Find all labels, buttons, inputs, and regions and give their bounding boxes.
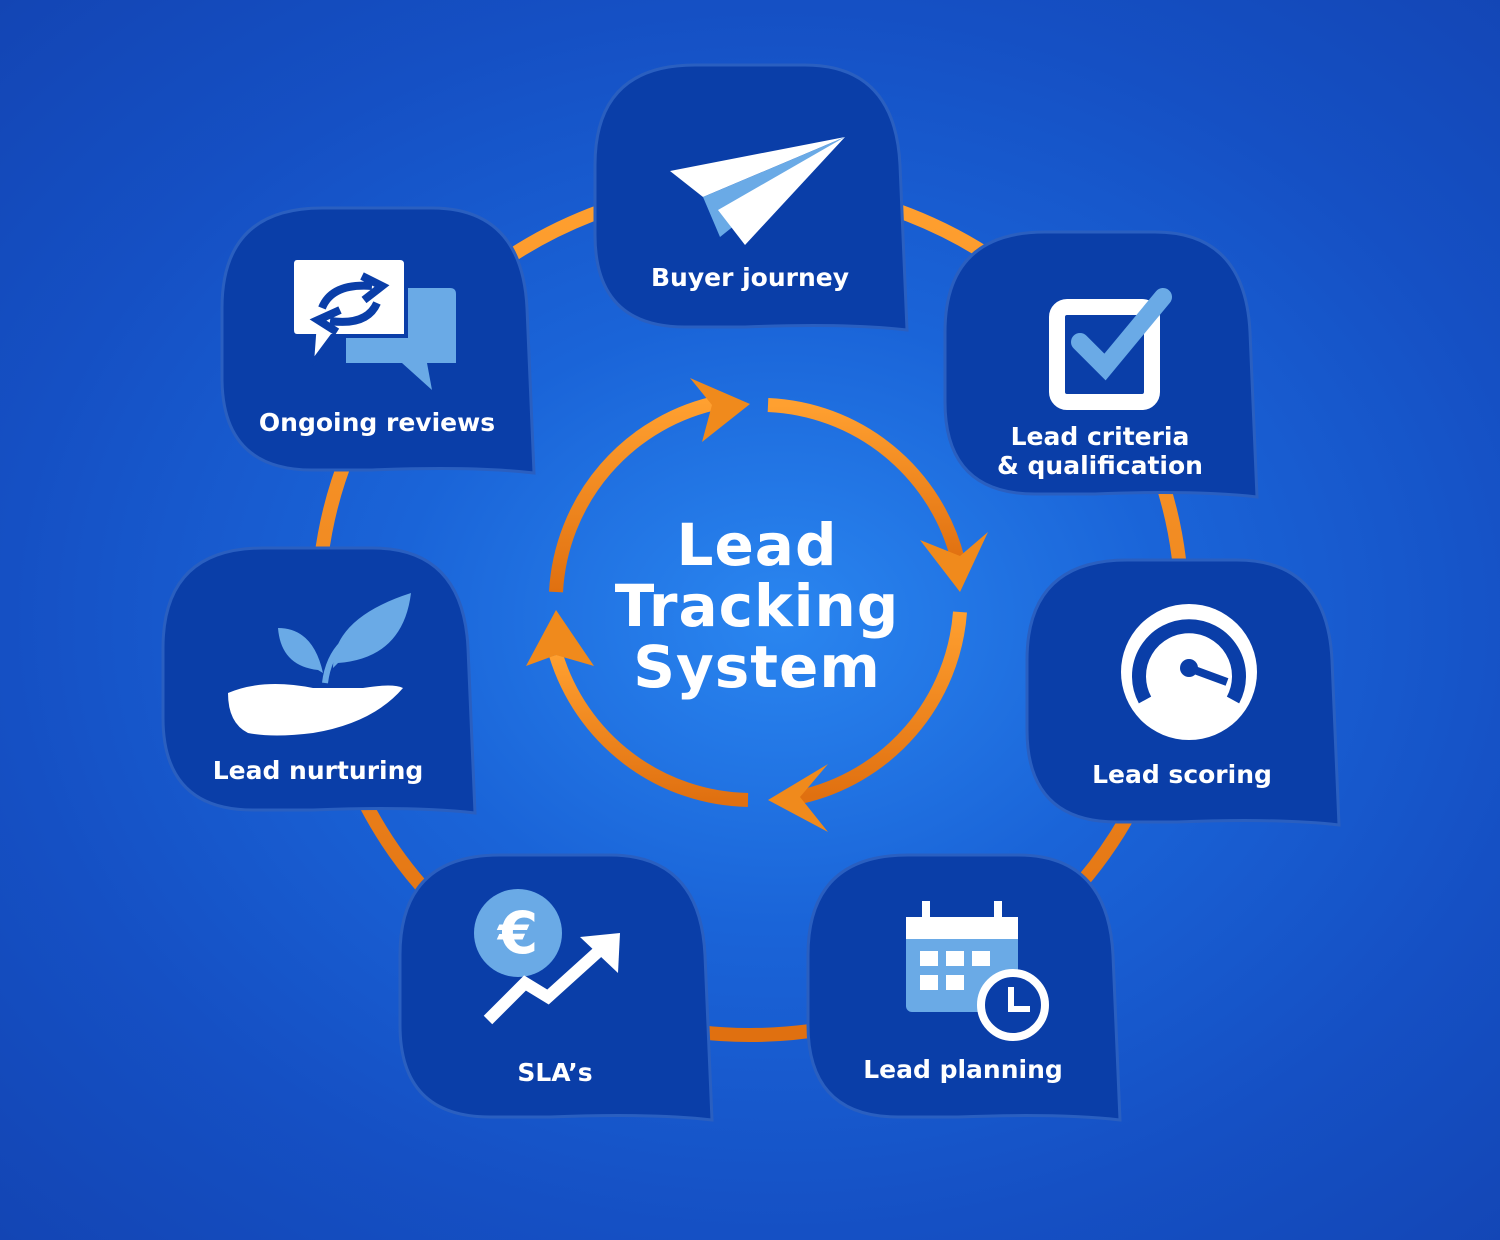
- label-line: & qualification: [997, 451, 1203, 480]
- speedometer-icon: [1121, 604, 1257, 740]
- node-label: SLA’s: [517, 1058, 593, 1087]
- label-line: Lead criteria: [1010, 422, 1190, 451]
- calendar-clock-icon: [906, 901, 1049, 1041]
- node-slas: € SLA’s: [398, 853, 714, 1122]
- node-label: Lead nurturing: [212, 756, 424, 785]
- svg-text:€: €: [496, 899, 538, 967]
- node-label: Lead planning: [863, 1055, 1063, 1084]
- title-line: Tracking: [614, 572, 900, 640]
- inner-cycle-arrows: [549, 395, 967, 807]
- node-lead-nurturing: Lead nurturing: [161, 546, 477, 815]
- checkbox-icon: [1049, 288, 1172, 410]
- center-title: Lead Tracking System: [557, 515, 957, 698]
- euro-growth-icon: €: [474, 889, 620, 1025]
- node-label: Buyer journey: [650, 263, 850, 292]
- node-lead-planning: Lead planning: [806, 853, 1122, 1122]
- node-ongoing-reviews: Ongoing reviews: [220, 206, 536, 475]
- chat-exchange-icon: [290, 256, 456, 390]
- arrow-heads: [526, 378, 988, 832]
- title-line: Lead: [676, 511, 838, 579]
- paper-plane-icon: [670, 137, 845, 245]
- node-label: Lead scoring: [1092, 760, 1272, 789]
- node-lead-scoring: Lead scoring: [1025, 558, 1341, 827]
- node-lead-criteria: Lead criteria& qualification: [943, 230, 1259, 499]
- node-buyer-journey: Buyer journey: [593, 63, 909, 332]
- hand-plant-icon: [228, 593, 411, 736]
- title-line: System: [633, 633, 881, 701]
- node-label: Ongoing reviews: [258, 408, 496, 437]
- node-label: Lead criteria& qualification: [945, 422, 1255, 480]
